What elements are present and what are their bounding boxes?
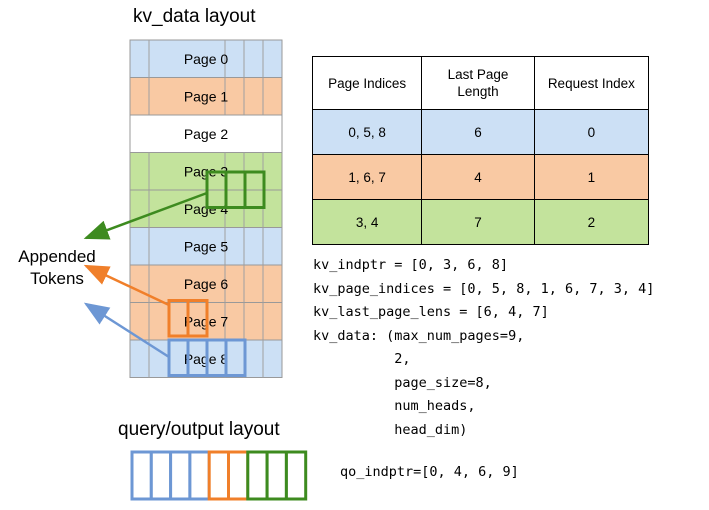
header-page-indices: Page Indices <box>311 56 423 110</box>
code-line: num_heads, <box>313 398 476 414</box>
cell-last-page-length: 6 <box>421 109 535 155</box>
query-token-cell <box>284 450 308 501</box>
appended-token-box <box>186 299 209 338</box>
appended-token-box <box>224 338 247 377</box>
query-token-cell <box>227 450 250 501</box>
query-token-cell <box>149 450 173 501</box>
qo-indptr-text: qo_indptr=[0, 4, 6, 9] <box>340 464 519 480</box>
header-last-page-length: Last Page Length <box>421 56 535 110</box>
orange-arrow <box>83 264 170 307</box>
kv-page-row: Page 0 <box>129 39 283 78</box>
kv-page-row: Page 1 <box>129 77 283 116</box>
page-cell <box>129 264 283 303</box>
table-row: 3, 4 7 2 <box>311 199 650 245</box>
code-line: kv_last_page_lens = [6, 4, 7] <box>313 304 549 320</box>
green-appended-tokens <box>205 170 266 209</box>
code-block: kv_indptr = [0, 3, 6, 8] kv_page_indices… <box>313 254 654 442</box>
orange-appended-tokens <box>167 299 209 338</box>
blue-appended-tokens <box>167 338 247 377</box>
query-layout-title: query/output layout <box>118 419 280 440</box>
query-token-cell <box>169 450 192 501</box>
page-label: Page 6 <box>184 276 229 292</box>
page-cell <box>129 39 283 78</box>
page-label: Page 5 <box>184 238 229 254</box>
appended-tokens-label: Appended Tokens <box>18 247 96 288</box>
page-cell <box>129 114 283 153</box>
kv-page-row: Page 5 <box>129 227 283 266</box>
kv-layout-title: kv_data layout <box>133 6 256 27</box>
query-token-cell <box>188 450 211 501</box>
cell-page-indices: 3, 4 <box>311 199 423 245</box>
query-token-cell <box>130 450 153 501</box>
cell-page-indices: 1, 6, 7 <box>311 154 423 200</box>
query-output-grid <box>130 450 308 501</box>
page-cell <box>129 227 283 266</box>
code-line: kv_data: (max_num_pages=9, <box>313 327 525 344</box>
cell-request-index: 2 <box>533 199 650 245</box>
query-token-cell <box>207 450 230 501</box>
cell-request-index: 0 <box>533 109 650 155</box>
cell-last-page-length: 4 <box>421 154 535 200</box>
kv-page-row: Page 6 <box>129 264 283 303</box>
table-header-row: Page Indices Last Page Length Request In… <box>311 56 650 110</box>
cell-last-page-length: 7 <box>421 199 535 245</box>
code-line: 2, <box>313 351 411 367</box>
code-line: kv_page_indices = [0, 5, 8, 1, 6, 7, 3, … <box>313 280 655 297</box>
header-request-index: Request Index <box>533 56 650 110</box>
page-label: Page 2 <box>184 126 229 142</box>
code-line: head_dim) <box>313 421 468 438</box>
appended-token-box <box>243 170 266 209</box>
query-token-cell <box>246 450 269 501</box>
green-arrow <box>83 191 208 240</box>
query-token-cell <box>265 450 288 501</box>
table-row: 1, 6, 7 4 1 <box>311 154 650 200</box>
kv-page-row: Page 2 <box>129 114 283 153</box>
request-table: Page Indices Last Page Length Request In… <box>311 56 650 245</box>
blue-arrow <box>83 302 170 359</box>
code-line: kv_indptr = [0, 3, 6, 8] <box>313 257 509 273</box>
code-line: page_size=8, <box>313 374 492 391</box>
page-label: Page 0 <box>184 51 229 67</box>
cell-request-index: 1 <box>533 154 650 200</box>
appended-token-arrows <box>83 191 208 359</box>
page-label: Page 1 <box>184 88 229 104</box>
table-row: 0, 5, 8 6 0 <box>311 109 650 155</box>
cell-page-indices: 0, 5, 8 <box>311 109 423 155</box>
